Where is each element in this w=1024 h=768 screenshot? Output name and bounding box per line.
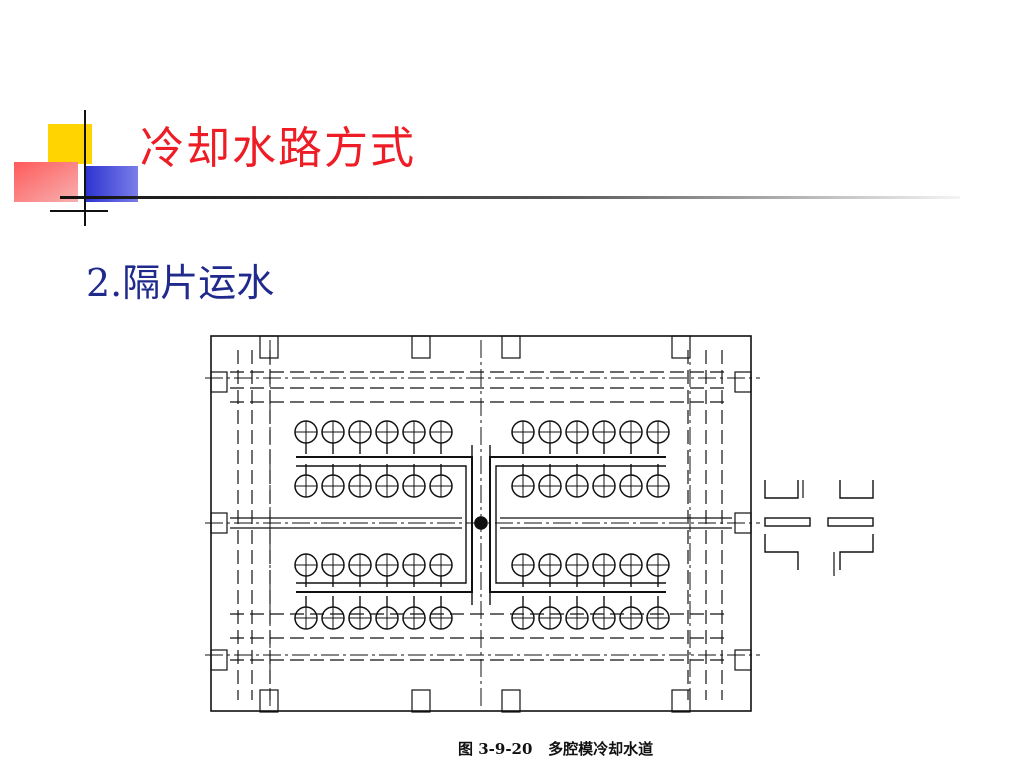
deco-vertical-line: [84, 110, 86, 226]
edge-boss: [210, 512, 228, 534]
sprue-dot: [474, 516, 488, 530]
edge-boss: [210, 649, 228, 671]
baffle-detail: [764, 480, 799, 499]
edge-boss: [501, 335, 521, 359]
title-rule: [60, 196, 960, 199]
edge-boss: [671, 689, 691, 713]
cooling-channel: [296, 456, 473, 593]
edge-boss: [411, 335, 431, 359]
baffle-detail: [764, 534, 799, 570]
mold-cooling-diagram: [205, 335, 874, 713]
deco-red-block: [14, 162, 78, 202]
deco-short-horizontal: [50, 210, 108, 212]
slide-subtitle: 2.隔片运水: [86, 261, 275, 305]
edge-boss: [501, 689, 521, 713]
cooling-channel: [296, 465, 467, 584]
baffle-detail: [827, 517, 874, 527]
edge-boss: [734, 371, 752, 393]
edge-boss: [734, 512, 752, 534]
edge-boss: [671, 335, 691, 359]
edge-boss: [259, 689, 279, 713]
edge-boss: [259, 335, 279, 359]
edge-boss: [210, 371, 228, 393]
baffle-detail: [839, 480, 874, 499]
slide-title: 冷却水路方式: [140, 123, 416, 174]
cooling-channel: [495, 465, 666, 584]
edge-boss: [734, 649, 752, 671]
baffle-detail: [764, 517, 811, 527]
figure-caption: 图 3-9-20 多腔模冷却水道: [458, 740, 654, 758]
baffle-detail: [839, 534, 874, 570]
edge-boss: [411, 689, 431, 713]
